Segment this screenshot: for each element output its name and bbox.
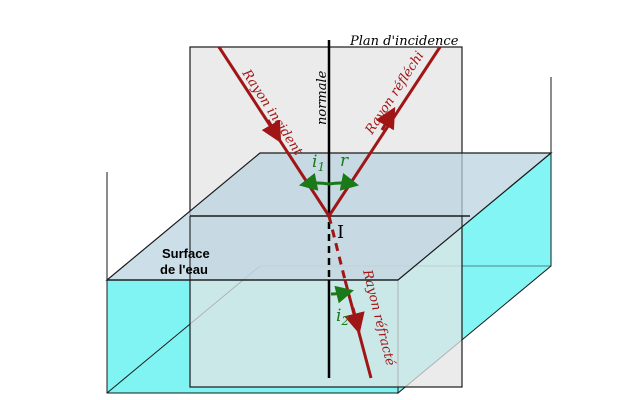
point-i-label: I bbox=[337, 222, 344, 243]
angle-i1-label: i1 bbox=[312, 152, 325, 174]
angle-i1-sub: 1 bbox=[317, 160, 325, 174]
angle-i2-sub: 2 bbox=[340, 314, 349, 328]
surface-label-line1: Surface bbox=[162, 246, 210, 261]
surface-label-line2: de l'eau bbox=[160, 262, 208, 277]
angle-i2-label: i2 bbox=[336, 306, 349, 328]
angle-r-label: r bbox=[340, 151, 349, 171]
angle-i2-main: i bbox=[336, 306, 341, 326]
refracted-ray-hidden bbox=[327, 215, 347, 281]
angle-arc-i1 bbox=[298, 173, 330, 191]
normale-label: normale bbox=[315, 70, 330, 125]
incident-ray-arrow bbox=[261, 119, 282, 144]
angle-i1-main: i bbox=[312, 152, 317, 172]
angle-arc-r bbox=[328, 173, 360, 191]
angle-arc-i2 bbox=[330, 285, 354, 304]
refracted-ray-arrow bbox=[344, 307, 365, 335]
reflected-ray-arrow bbox=[375, 106, 396, 131]
plan-label: Plan d'incidence bbox=[349, 34, 459, 49]
